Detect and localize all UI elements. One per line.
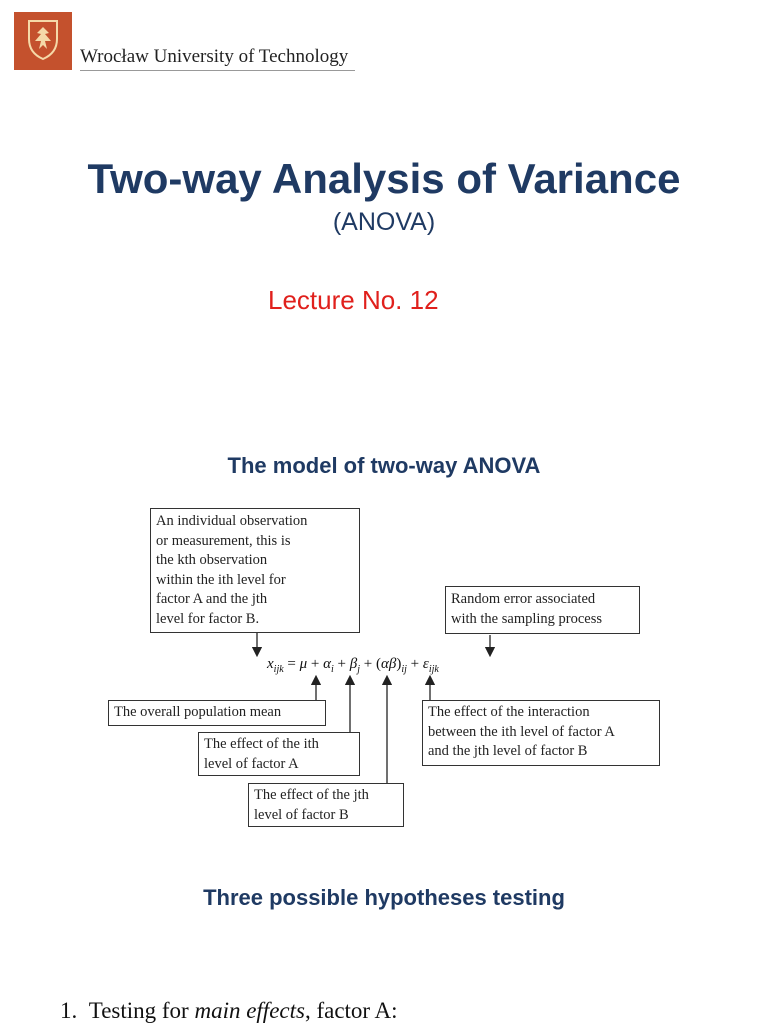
header-divider — [80, 70, 355, 71]
page-subtitle: (ANOVA) — [332, 208, 436, 236]
university-name: Wrocław University of Technology — [80, 46, 349, 67]
interaction-box: The effect of the interaction between th… — [422, 700, 660, 766]
list-text-prefix: Testing for — [88, 998, 195, 1023]
model-equation: xijk = μ + αi + βj + (αβ)ij + εijk — [267, 656, 439, 675]
model-heading: The model of two-way ANOVA — [227, 453, 541, 478]
population-mean-box: The overall population mean — [108, 700, 326, 726]
hypotheses-heading: Three possible hypotheses testing — [203, 885, 565, 910]
random-error-box: Random error associated with the samplin… — [445, 586, 640, 634]
list-text-suffix: , factor A: — [304, 998, 398, 1023]
effect-i-box: The effect of the ith level of factor A — [198, 732, 360, 776]
eagle-crest-icon — [23, 17, 63, 66]
list-item: 1. Testing for main effects, factor A: — [60, 998, 398, 1024]
observation-box: An individual observation or measurement… — [150, 508, 360, 633]
list-number: 1. — [60, 998, 78, 1023]
lecture-number: Lecture No. 12 — [268, 285, 439, 315]
university-logo — [14, 12, 72, 70]
list-text-italic: main effects — [194, 998, 305, 1023]
effect-j-box: The effect of the jth level of factor B — [248, 783, 404, 827]
page-title: Two-way Analysis of Variance — [87, 155, 681, 202]
